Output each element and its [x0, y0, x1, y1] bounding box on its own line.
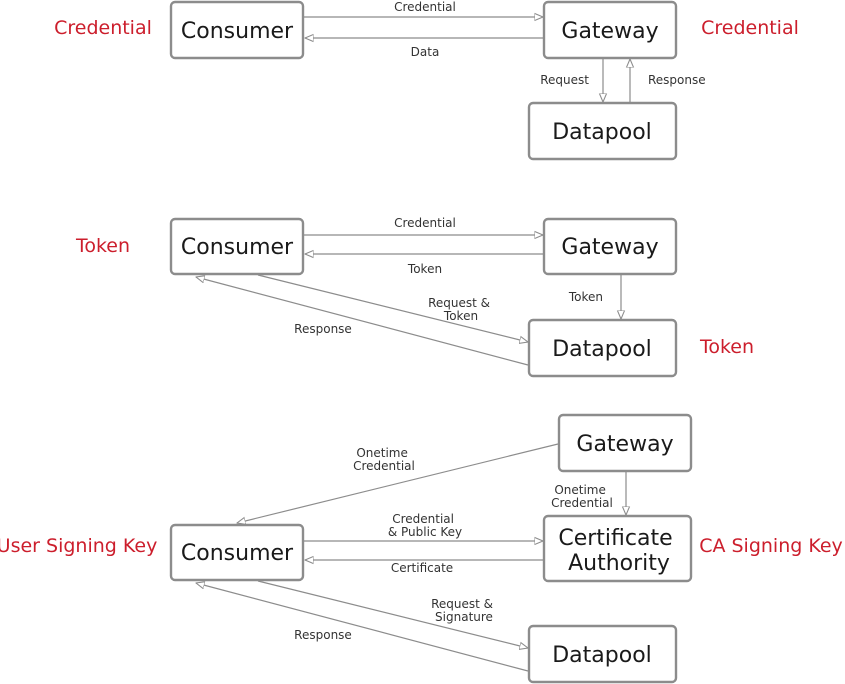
response-arrow-label: Response — [294, 628, 352, 642]
annotation-token-left: Token — [75, 235, 130, 257]
gateway-label: Gateway — [576, 432, 673, 457]
annotation-ca-signing-key: CA Signing Key — [699, 535, 843, 557]
diagram-3: User Signing Key CA Signing Key Gateway … — [0, 413, 843, 684]
response-arrow-label: Response — [648, 73, 706, 87]
certificate-arrow-label: Certificate — [391, 561, 453, 575]
credential-public-key-label: Credential & Public Key — [388, 512, 462, 539]
request-signature-arrow — [257, 580, 528, 648]
consumer-box — [169, 217, 305, 276]
gateway-token-arrow-label: Token — [568, 290, 603, 304]
certificate-authority-line-2: Authority — [568, 551, 670, 576]
gateway-label: Gateway — [561, 235, 658, 260]
request-token-label-line-2: Token — [443, 309, 478, 323]
gateway-node: Gateway — [542, 217, 678, 276]
datapool-node: Datapool — [527, 101, 678, 161]
datapool-node: Datapool — [527, 318, 678, 378]
datapool-box — [527, 101, 678, 161]
onetime-credential-to-consumer-label: Onetime Credential — [353, 446, 415, 473]
onetime-ca-line-2: Credential — [551, 496, 613, 510]
gateway-label: Gateway — [561, 19, 658, 44]
credential-arrow-label: Credential — [394, 0, 456, 14]
onetime-consumer-line-1: Onetime — [356, 446, 408, 460]
consumer-label: Consumer — [181, 541, 294, 566]
response-arrow-label: Response — [294, 322, 352, 336]
onetime-consumer-line-2: Credential — [353, 459, 415, 473]
request-token-arrow — [257, 274, 528, 342]
gateway-node: Gateway — [542, 0, 678, 60]
gateway-node: Gateway — [557, 413, 693, 473]
datapool-label: Datapool — [552, 337, 652, 362]
request-token-arrow-label: Request & Token — [428, 296, 494, 323]
consumer-node: Consumer — [169, 217, 305, 276]
consumer-node: Consumer — [169, 523, 305, 582]
onetime-credential-to-consumer-arrow — [237, 443, 559, 523]
consumer-label: Consumer — [181, 19, 294, 44]
credential-public-key-line-2: & Public Key — [388, 525, 462, 539]
gateway-box — [542, 217, 678, 276]
response-arrow — [196, 583, 529, 672]
onetime-ca-line-1: Onetime — [554, 483, 606, 497]
consumer-label: Consumer — [181, 235, 294, 260]
credential-public-key-line-1: Credential — [392, 512, 454, 526]
annotation-user-signing-key: User Signing Key — [0, 535, 157, 557]
annotation-credential-right: Credential — [701, 17, 799, 39]
datapool-box — [527, 624, 678, 684]
diagram-1: Credential Credential Consumer Gateway D… — [54, 0, 799, 161]
data-arrow-label: Data — [411, 45, 440, 59]
datapool-label: Datapool — [552, 643, 652, 668]
request-signature-line-1: Request & — [431, 597, 493, 611]
request-signature-line-2: Signature — [435, 610, 493, 624]
certificate-authority-label: Certificate Authority — [558, 526, 679, 576]
request-arrow-label: Request — [540, 73, 589, 87]
onetime-credential-to-ca-label: Onetime Credential — [551, 483, 613, 510]
certificate-authority-node: Certificate Authority — [542, 514, 693, 583]
request-signature-label: Request & Signature — [431, 597, 497, 624]
annotation-credential-left: Credential — [54, 17, 152, 39]
gateway-box — [557, 413, 693, 473]
datapool-node: Datapool — [527, 624, 678, 684]
datapool-box — [527, 318, 678, 378]
token-arrow-label: Token — [407, 262, 442, 276]
certificate-authority-line-1: Certificate — [558, 526, 672, 551]
gateway-box — [542, 0, 678, 60]
annotation-token-right: Token — [699, 336, 754, 358]
certificate-authority-box — [542, 514, 693, 583]
credential-arrow-label: Credential — [394, 216, 456, 230]
response-arrow — [196, 277, 529, 366]
request-token-label-line-1: Request & — [428, 296, 490, 310]
datapool-label: Datapool — [552, 120, 652, 145]
consumer-box — [169, 0, 305, 60]
diagram-2: Token Token Consumer Gateway Datapool Cr… — [75, 216, 754, 378]
consumer-node: Consumer — [169, 0, 305, 60]
